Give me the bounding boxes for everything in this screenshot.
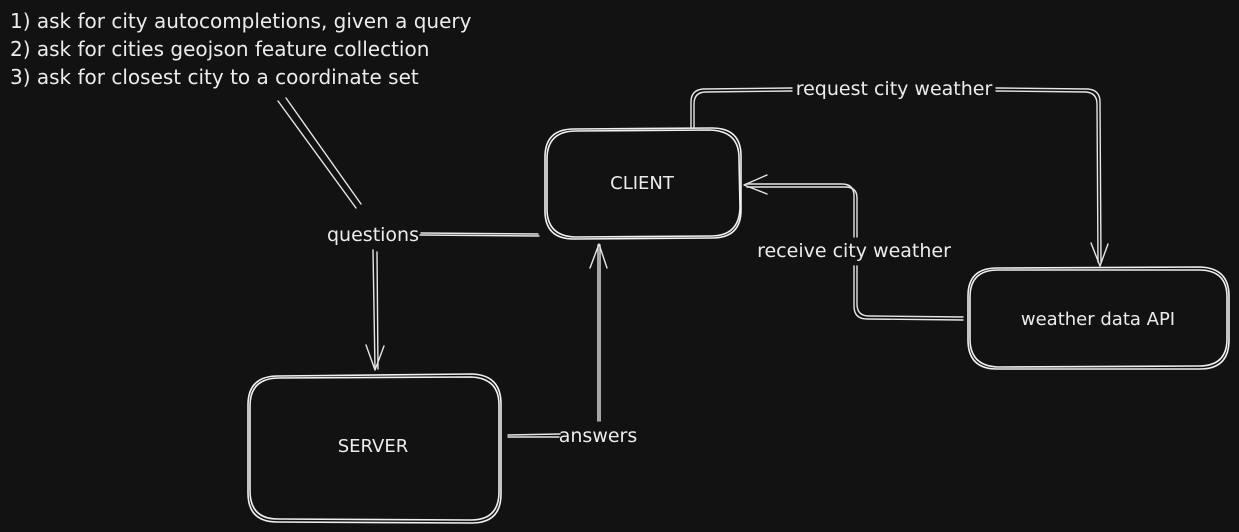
weather-api-node: weather data API xyxy=(967,266,1230,370)
note-connector xyxy=(277,97,362,209)
request-weather-arrowhead xyxy=(1090,242,1109,267)
request-weather-label: request city weather xyxy=(796,78,993,100)
client-label: CLIENT xyxy=(610,173,675,194)
questions-note: 1) ask for city autocompletions, given a… xyxy=(10,9,472,89)
questions-edge: questions xyxy=(327,224,540,371)
receive-weather-label: receive city weather xyxy=(757,240,951,262)
receive-weather-arrowhead xyxy=(743,174,768,195)
weather-api-label: weather data API xyxy=(1021,309,1175,330)
answers-label: answers xyxy=(559,425,638,447)
server-label: SERVER xyxy=(338,436,409,457)
questions-label: questions xyxy=(327,224,419,246)
note-line-3: 3) ask for closest city to a coordinate … xyxy=(10,65,419,89)
note-line-1: 1) ask for city autocompletions, given a… xyxy=(10,9,472,33)
answers-arrowhead xyxy=(589,243,608,269)
answers-edge: answers xyxy=(507,243,638,447)
client-node: CLIENT xyxy=(544,127,742,240)
request-weather-edge: request city weather xyxy=(690,78,1109,267)
server-node: SERVER xyxy=(247,373,502,524)
note-line-2: 2) ask for cities geojson feature collec… xyxy=(10,37,429,61)
receive-weather-edge: receive city weather xyxy=(743,174,964,321)
questions-arrowhead xyxy=(365,344,385,371)
